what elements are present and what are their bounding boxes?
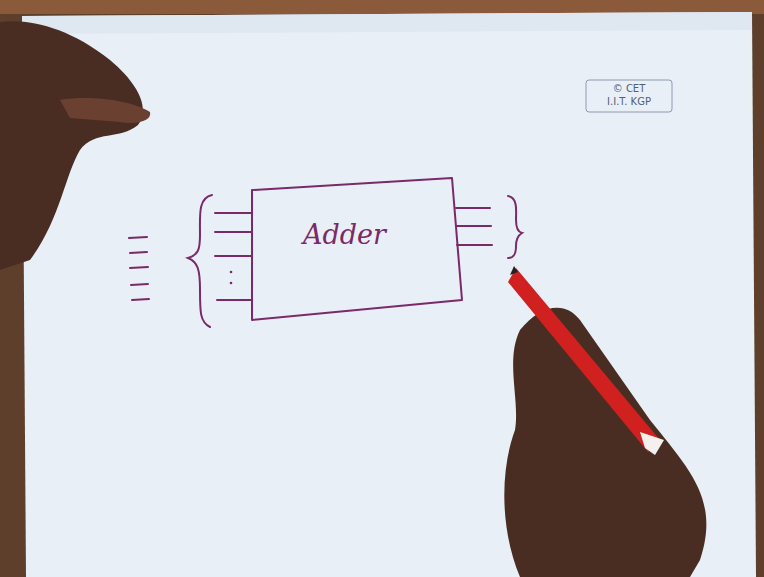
input-wire [215, 212, 251, 214]
bit-dash [131, 284, 148, 285]
pen-tip [510, 266, 518, 275]
paper-shade [22, 12, 752, 34]
watermark-text: I.I.T. KGP [586, 96, 672, 107]
input-wire [217, 299, 252, 301]
bit-dash [129, 237, 147, 238]
adder-box: Adder [250, 178, 463, 321]
input-wire [215, 255, 252, 257]
left-brace [188, 195, 212, 327]
output-wire [457, 244, 492, 246]
adder-wires [129, 195, 522, 327]
right-brace [508, 196, 522, 258]
pen-cap-end [640, 432, 664, 455]
right-hand [504, 308, 706, 577]
box-border [252, 178, 462, 320]
left-finger [60, 98, 150, 123]
top-edge [0, 0, 764, 14]
bit-dash [132, 299, 149, 300]
output-wire [456, 207, 490, 209]
output-wire [456, 225, 491, 227]
watermark-box [586, 80, 672, 112]
ellipsis-dot [230, 282, 233, 285]
bit-dash [130, 267, 148, 268]
input-wire [215, 231, 251, 233]
red-pen [508, 268, 660, 452]
left-hand [0, 21, 143, 270]
ellipsis-dot [230, 271, 233, 274]
bit-dash [130, 252, 147, 253]
node-title: Adder [303, 219, 386, 250]
watermark-text: © CET [586, 83, 672, 94]
